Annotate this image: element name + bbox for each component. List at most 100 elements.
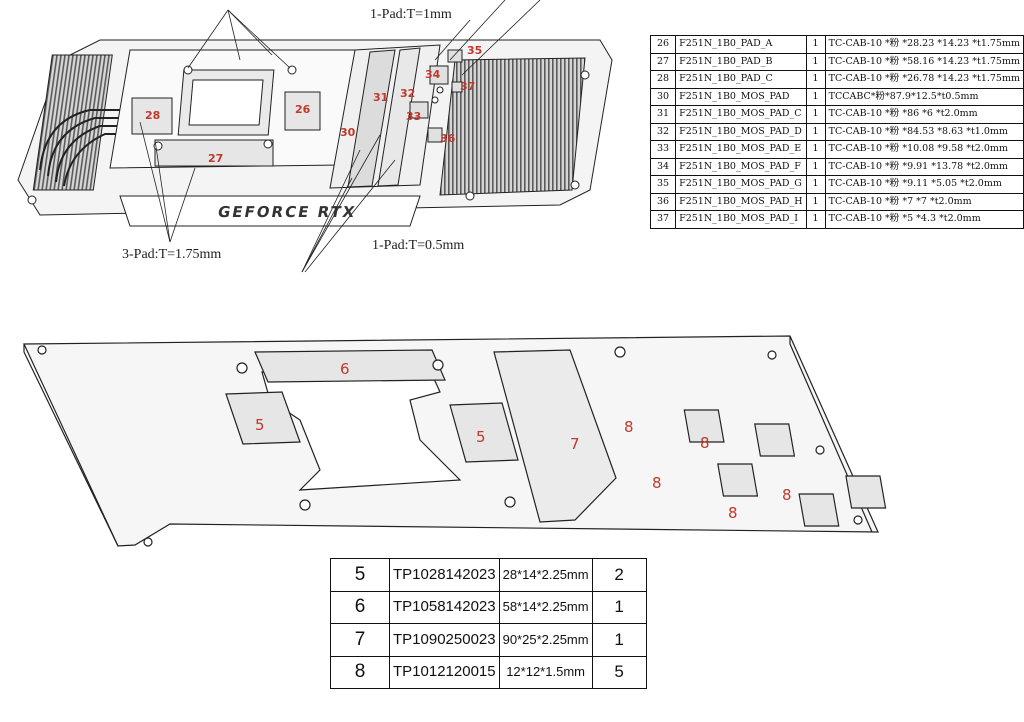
table-cell: 8 [330, 655, 390, 689]
table-cell: 90*25*2.25mm [498, 623, 593, 657]
pad-35 [447, 49, 463, 63]
table-cell: 1 [805, 35, 826, 54]
pad-33 [409, 101, 429, 119]
backplate-label-8: 8 [700, 434, 710, 452]
backplate-label-5: 5 [255, 416, 265, 434]
backplate-pad-8 [798, 493, 840, 527]
backplate-pad-8 [717, 463, 759, 497]
table-cell: F251N_1B0_MOS_PAD_D [675, 122, 807, 141]
table-cell: F251N_1B0_MOS_PAD_F [675, 157, 807, 176]
backplate-pad-6 [254, 349, 446, 383]
table-cell: 7 [330, 623, 390, 657]
table-cell: 1 [805, 52, 826, 71]
right-fin-stack [439, 57, 586, 196]
backplate-label-8: 8 [624, 418, 634, 436]
table-cell: 1 [805, 157, 826, 176]
table-cell: TC-CAB-10 *粉 *7 *7 *t2.0mm [824, 192, 1024, 211]
backplate-label-8: 8 [728, 504, 738, 522]
table-cell: TP1012120015 [389, 655, 500, 689]
part-label-37: 37 [460, 80, 476, 93]
part-label-26: 26 [295, 103, 311, 116]
table-cell: 1 [591, 590, 647, 624]
table-cell: 30 [649, 87, 677, 106]
part-label-35: 35 [467, 44, 483, 57]
pad-36 [427, 127, 443, 143]
table-cell: 1 [805, 140, 826, 159]
part-label-31: 31 [373, 91, 389, 104]
table-cell: F251N_1B0_PAD_C [675, 70, 807, 89]
table-cell: 1 [805, 210, 826, 229]
part-label-32: 32 [400, 87, 416, 100]
part-label-33: 33 [406, 110, 422, 123]
backplate-pad-7 [493, 349, 617, 523]
table-cell: TC-CAB-10 *粉 *84.53 *8.63 *t1.0mm [824, 122, 1024, 141]
table-cell: 35 [649, 175, 677, 194]
backplate-label-8: 8 [652, 474, 662, 492]
table-cell: 1 [805, 87, 826, 106]
table-cell: TP1058142023 [389, 590, 500, 624]
pad-37 [451, 81, 463, 93]
table-cell: 27 [649, 52, 677, 71]
table-cell: 2 [591, 558, 647, 592]
part-label-27: 27 [208, 152, 224, 165]
table-cell: F251N_1B0_MOS_PAD [675, 87, 807, 106]
annotation-pad-05mm: 1-Pad:T=0.5mm [372, 238, 465, 253]
table-cell: 28*14*2.25mm [498, 558, 593, 592]
pad-28 [131, 97, 173, 135]
table-cell: 58*14*2.25mm [498, 590, 593, 624]
table-cell: 1 [805, 175, 826, 194]
table-cell: 31 [649, 105, 677, 124]
backplate-label-8: 8 [782, 486, 792, 504]
table-cell: F251N_1B0_MOS_PAD_C [675, 105, 807, 124]
table-cell: 5 [330, 558, 390, 592]
table-cell: TCCABC*粉*87.9*12.5*t0.5mm [824, 87, 1024, 106]
table-cell: 1 [805, 70, 826, 89]
backplate-label-5: 5 [476, 428, 486, 446]
table-cell: TP1028142023 [389, 558, 500, 592]
table-cell: F251N_1B0_MOS_PAD_E [675, 140, 807, 159]
screw-holes [27, 65, 590, 217]
table-cell: 37 [649, 210, 677, 229]
backplate-pad-8 [754, 423, 796, 457]
table-cell: 12*12*1.5mm [498, 655, 593, 689]
table-cell: TC-CAB-10 *粉 *9.91 *13.78 *t2.0mm [824, 157, 1024, 176]
backplate-pad-5-left [225, 391, 301, 445]
table-cell: 36 [649, 192, 677, 211]
part-label-30: 30 [340, 126, 356, 139]
annotation-pad-175mm: 3-Pad:T=1.75mm [122, 247, 222, 262]
table-cell: 32 [649, 122, 677, 141]
table-cell: TC-CAB-10 *粉 *58.16 *14.23 *t1.75mm [824, 52, 1024, 71]
part-label-34: 34 [425, 68, 441, 81]
table-cell: 1 [805, 105, 826, 124]
backplate-pad-5-right [449, 402, 519, 463]
backplate-diagram [23, 335, 887, 547]
part-label-28: 28 [145, 109, 161, 122]
table-cell: 1 [805, 192, 826, 211]
table-cell: F251N_1B0_MOS_PAD_H [675, 192, 807, 211]
table-cell: 6 [330, 590, 390, 624]
table-cell: TC-CAB-10 *粉 *86 *6 *t2.0mm [824, 105, 1024, 124]
gpu-cooler-diagram [17, 0, 613, 273]
part-label-36: 36 [440, 132, 456, 145]
table-cell: F251N_1B0_MOS_PAD_I [675, 210, 807, 229]
table-cell: 26 [649, 35, 677, 54]
pad-26 [284, 91, 321, 131]
table-cell: 34 [649, 157, 677, 176]
leader-lines [139, 0, 541, 273]
table-cell: 1 [591, 623, 647, 657]
